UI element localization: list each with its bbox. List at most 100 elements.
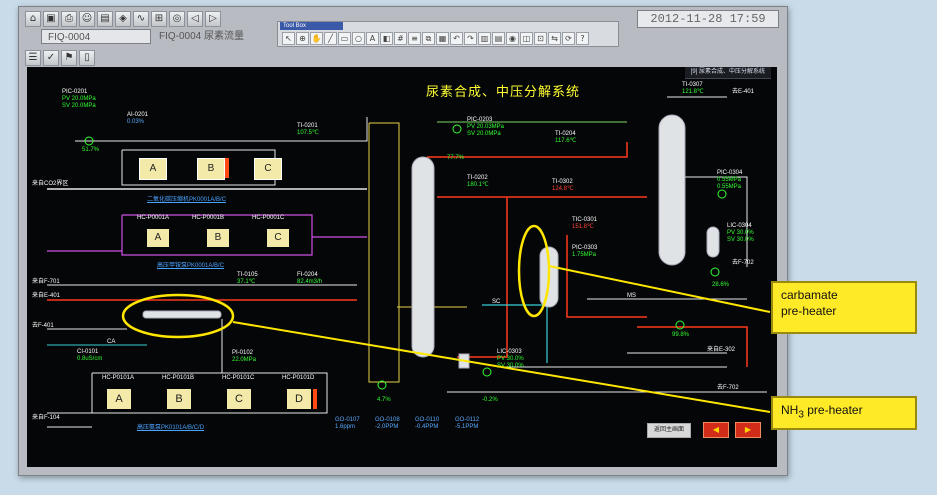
pic0304-panel[interactable]: PIC-0304 0.55MPa 0.55MPa [717, 170, 742, 191]
pic0303-val: 1.75MPa [572, 252, 597, 258]
overview-icon[interactable]: ◎ [169, 11, 185, 27]
alarm-icon[interactable]: ◈ [115, 11, 131, 27]
user-icon[interactable]: ☺ [79, 11, 95, 27]
prev-page-button[interactable]: ◀ [703, 422, 729, 438]
fi0204-panel[interactable]: FI-0204 82.4m3/h [297, 272, 322, 286]
help-tool-icon[interactable]: ? [576, 32, 589, 45]
lic0303-panel[interactable]: LIC-0303 PV 30.0% SV 30.0% [497, 349, 524, 370]
lic0304-panel[interactable]: LIC-0304 PV 30.0% SV 30.0% [727, 223, 754, 244]
pct-readout-1: 51.7% [82, 147, 100, 153]
pi0102-panel[interactable]: PI-0102 22.0MPa [232, 350, 256, 364]
trend-icon[interactable]: ∿ [133, 11, 149, 27]
next-page-button[interactable]: ▶ [735, 422, 761, 438]
unit-label-compressors[interactable]: 二氧化碳压缩机PK0001A/B/C [147, 197, 227, 203]
ci0101-panel[interactable]: CI-0101 0.8uS/cm [77, 349, 102, 363]
save-icon[interactable]: ▣ [43, 11, 59, 27]
ti0105-tag: TI-0105 [237, 272, 258, 278]
nh3-pump-c[interactable]: C [227, 389, 251, 409]
red-line-4 [566, 235, 647, 318]
ti0204-panel[interactable]: TI-0204 117.6℃ [555, 131, 576, 145]
carbamate-preheater-vessel [539, 246, 559, 308]
carbamate-pump-b[interactable]: B [207, 229, 229, 247]
pic0303-panel[interactable]: PIC-0303 1.75MPa [572, 245, 597, 259]
carbamate-loop [121, 214, 313, 256]
pump-tag-c: HC-P0001C [252, 215, 285, 221]
circle-tool-icon[interactable]: ○ [352, 32, 365, 45]
pic0201-pv: PV 20.0MPa [62, 96, 96, 102]
label-to-401b: 去F-401 [32, 323, 54, 329]
return-main-button[interactable]: 返回主画面 [647, 423, 691, 438]
grid-tool-icon[interactable]: # [394, 32, 407, 45]
chart-tool-icon[interactable]: ▥ [478, 32, 491, 45]
nh3-pump-a[interactable]: A [107, 389, 131, 409]
report-icon[interactable]: ▤ [97, 11, 113, 27]
pic0303-tag: PIC-0303 [572, 245, 598, 251]
label-to-e702: 去F-702 [732, 260, 754, 266]
check-icon[interactable]: ✓ [43, 50, 59, 66]
page-icon[interactable]: ▯ [79, 50, 95, 66]
nh3-pump-b[interactable]: B [167, 389, 191, 409]
ai0201-panel[interactable]: AI-0201 0.03% [127, 112, 148, 126]
ti0307-panel[interactable]: TI-0307 121.8℃ [682, 82, 704, 96]
right-loop [677, 176, 748, 267]
pic0203-sv: SV 20.0MPa [467, 131, 501, 137]
group-icon[interactable]: ⊞ [151, 11, 167, 27]
ti0302-tag: TI-0302 [552, 179, 573, 185]
align-tool-icon[interactable]: ≡ [408, 32, 421, 45]
compressor-c[interactable]: C [254, 158, 282, 180]
line-tool-icon[interactable]: ╱ [324, 32, 337, 45]
pic0201-panel[interactable]: PIC-0201 PV 20.0MPa SV 20.0MPa [62, 89, 96, 110]
pin-icon[interactable]: ⚑ [61, 50, 77, 66]
unit-label-carbamate[interactable]: 高压甲铵泵PK0001A/B/C [157, 263, 225, 269]
lic0304-tag: LIC-0304 [727, 223, 752, 229]
ti0201-panel[interactable]: TI-0201 107.5℃ [297, 123, 319, 137]
print-icon[interactable]: ⎙ [61, 11, 77, 27]
compressor-b-status [225, 158, 229, 178]
arrow-tool-icon[interactable]: ↖ [282, 32, 295, 45]
flip-tool-icon[interactable]: ⇆ [548, 32, 561, 45]
redo-tool-icon[interactable]: ↷ [464, 32, 477, 45]
copy-tool-icon[interactable]: ⧉ [422, 32, 435, 45]
ti0302-panel[interactable]: TI-0302 124.8℃ [552, 179, 574, 193]
undo-tool-icon[interactable]: ↶ [450, 32, 463, 45]
paste-tool-icon[interactable]: ▦ [436, 32, 449, 45]
zoom-tool-icon[interactable]: ⊕ [296, 32, 309, 45]
pic0203-panel[interactable]: PIC-0203 PV 20.03MPa SV 20.0MPa [467, 117, 504, 138]
hand-tool-icon[interactable]: ✋ [310, 32, 323, 45]
reactor-frame [368, 122, 400, 383]
carbamate-pump-a[interactable]: A [147, 229, 169, 247]
open-icon[interactable]: ⌂ [25, 11, 41, 27]
bottom-vessel [458, 353, 470, 369]
pi0102-tag: PI-0102 [232, 350, 254, 356]
text-tool-icon[interactable]: A [366, 32, 379, 45]
ai0201-val: 0.03% [127, 119, 145, 125]
ti0202-tag: TI-0202 [467, 175, 488, 181]
pic0201-sv: SV 20.0MPa [62, 103, 96, 109]
ti0202-panel[interactable]: TI-0202 180.1℃ [467, 175, 489, 189]
co2-upper [75, 117, 368, 142]
gauge-go0107: GO-0107 1.6ppm [335, 417, 360, 430]
label-from-701: 来自F-701 [32, 279, 60, 285]
forward-icon[interactable]: ▷ [205, 11, 221, 27]
label-nh3-from: 来自F-104 [32, 415, 60, 421]
rotate-tool-icon[interactable]: ⟳ [562, 32, 575, 45]
tag-search-field[interactable]: FIQ-0004 [41, 29, 151, 44]
unit-label-ammonia[interactable]: 高压氨泵PK0101A/B/C/D [137, 425, 205, 431]
lock-tool-icon[interactable]: ⊡ [534, 32, 547, 45]
ti0105-panel[interactable]: TI-0105 37.1℃ [237, 272, 258, 286]
compressor-b[interactable]: B [197, 158, 225, 180]
compressor-a[interactable]: A [139, 158, 167, 180]
list-icon[interactable]: ☰ [25, 50, 41, 66]
color-tool-icon[interactable]: ◉ [506, 32, 519, 45]
table-tool-icon[interactable]: ▤ [492, 32, 505, 45]
rect-tool-icon[interactable]: ▭ [338, 32, 351, 45]
carbamate-pump-c[interactable]: C [267, 229, 289, 247]
lic0303-tag: LIC-0303 [497, 349, 522, 355]
back-icon[interactable]: ◁ [187, 11, 203, 27]
fill-tool-icon[interactable]: ◧ [380, 32, 393, 45]
ti0307-val: 121.8℃ [682, 89, 704, 95]
nh3-pump-d[interactable]: D [287, 389, 311, 409]
layer-tool-icon[interactable]: ◫ [520, 32, 533, 45]
tic0301-panel[interactable]: TIC-0301 151.8℃ [572, 217, 597, 231]
red-line-3 [457, 197, 508, 358]
